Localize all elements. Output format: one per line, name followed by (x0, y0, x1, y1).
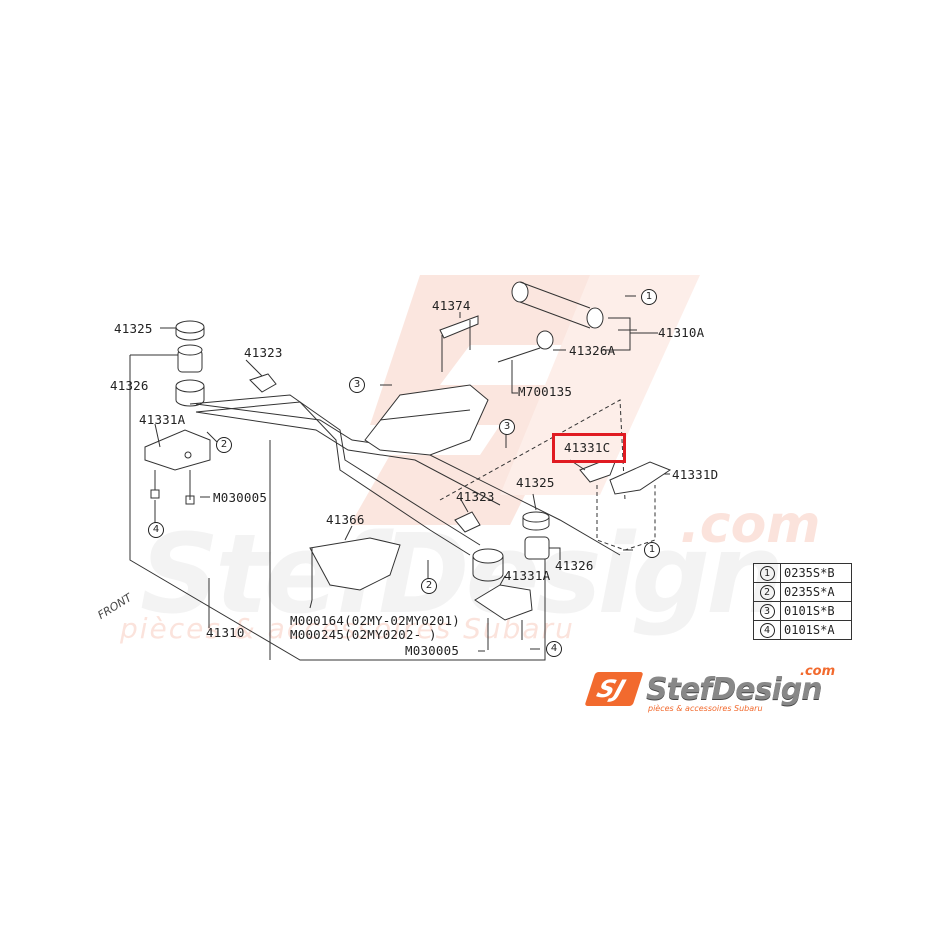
callout-2: 2 (216, 437, 232, 453)
part-label-41326a[interactable]: 41326A (569, 343, 616, 358)
legend-key: 1 (759, 566, 775, 581)
part-label-m000164[interactable]: M000164(02MY-02MY0201) (290, 613, 460, 628)
legend-value: 0101S*B (780, 601, 852, 621)
legend-value: 0235S*B (780, 563, 852, 583)
legend-row: 4 0101S*A (753, 620, 852, 640)
part-label-41310a[interactable]: 41310A (658, 325, 705, 340)
part-label-41326-right[interactable]: 41326 (555, 558, 594, 573)
part-label-m700135[interactable]: M700135 (518, 384, 573, 399)
sj-logo-icon: SJ (584, 672, 644, 706)
legend-row: 2 0235S*A (753, 582, 852, 602)
part-label-m030005-left[interactable]: M030005 (213, 490, 268, 505)
part-label-41331d[interactable]: 41331D (672, 467, 719, 482)
callout-1: 1 (641, 289, 657, 305)
logo-name: StefDesign (646, 672, 823, 707)
part-label-41331a-right[interactable]: 41331A (504, 568, 551, 583)
callout-2: 2 (421, 578, 437, 594)
legend-key: 3 (759, 604, 775, 619)
part-label-m000245[interactable]: M000245(02MY0202- ) (290, 627, 437, 642)
watermark-logo-icon (350, 275, 700, 525)
part-label-m030005-right[interactable]: M030005 (405, 643, 460, 658)
highlighted-part-box (552, 433, 626, 463)
part-label-41323[interactable]: 41323 (244, 345, 283, 360)
part-label-41325[interactable]: 41325 (114, 321, 153, 336)
part-label-41374[interactable]: 41374 (432, 298, 471, 313)
part-label-41323-mid[interactable]: 41323 (456, 489, 495, 504)
legend-value: 0235S*A (780, 582, 852, 602)
part-label-41325-right[interactable]: 41325 (516, 475, 555, 490)
watermark-tagline: pièces & accessoires Subaru (120, 612, 575, 645)
legend-row: 3 0101S*B (753, 601, 852, 621)
part-label-41310[interactable]: 41310 (206, 625, 245, 640)
callout-4: 4 (546, 641, 562, 657)
fastener-legend-table: 1 0235S*B 2 0235S*A 3 0101S*B 4 0101S*A (753, 563, 852, 640)
logo-tagline: pièces & accessoires Subaru (648, 704, 763, 713)
callout-3: 3 (349, 377, 365, 393)
legend-value: 0101S*A (780, 620, 852, 640)
part-label-41331a[interactable]: 41331A (139, 412, 186, 427)
watermark-dotcom: .com (680, 495, 821, 555)
legend-key: 2 (759, 585, 775, 600)
callout-4: 4 (148, 522, 164, 538)
callout-3: 3 (499, 419, 515, 435)
callout-1: 1 (644, 542, 660, 558)
watermark-name: StefDesign (140, 510, 784, 638)
logo-dotcom: .com (800, 664, 836, 679)
part-label-41366[interactable]: 41366 (326, 512, 365, 527)
stefdesign-logo: SJ StefDesign .com pièces & accessoires … (584, 664, 845, 716)
part-label-41331c[interactable]: 41331C (564, 440, 611, 455)
part-label-41326[interactable]: 41326 (110, 378, 149, 393)
legend-row: 1 0235S*B (753, 563, 852, 583)
legend-key: 4 (759, 623, 775, 638)
